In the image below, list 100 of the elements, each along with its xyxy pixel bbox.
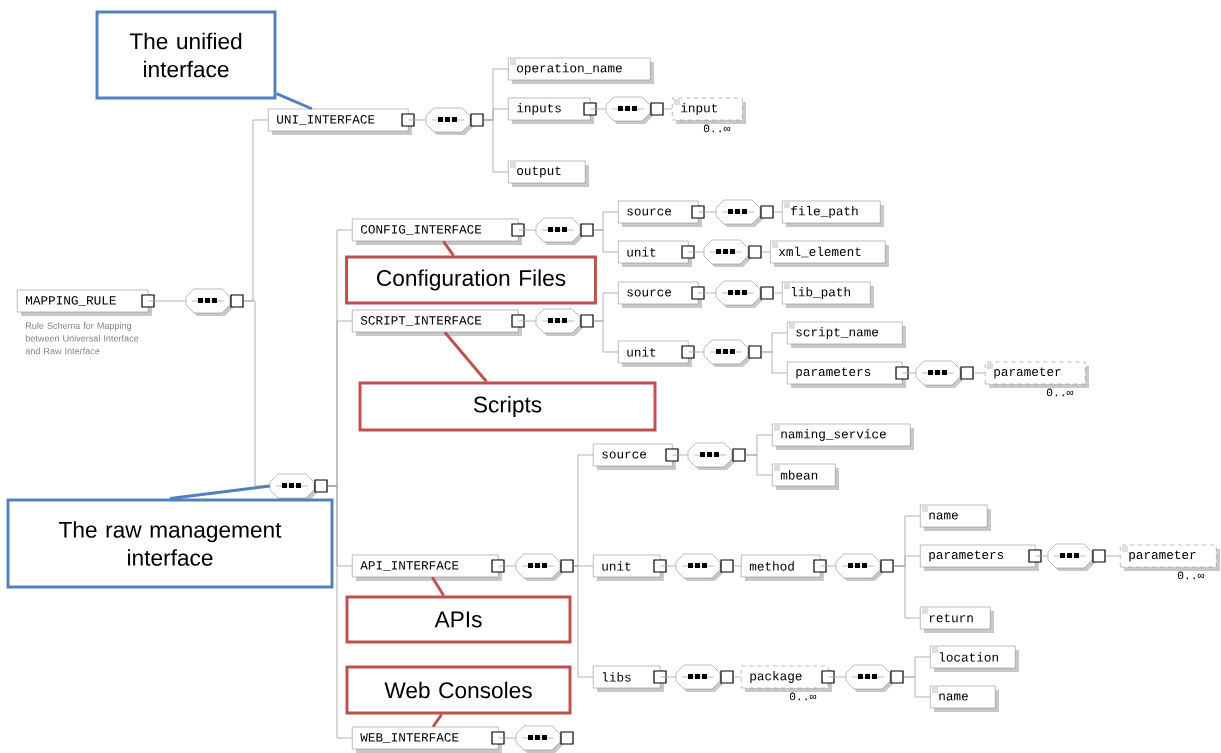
connector-line	[761, 251, 771, 253]
connector-line	[733, 676, 742, 678]
connector-line	[663, 108, 673, 110]
sequence-symbol	[605, 96, 664, 124]
connector-line	[698, 211, 717, 213]
leader-line	[443, 331, 488, 383]
element-box: return	[920, 606, 994, 633]
connector-line	[593, 320, 619, 353]
sequence-symbol	[515, 553, 574, 581]
element-box: operation_name	[508, 57, 654, 84]
element-box: UNI_INTERFACE	[268, 108, 415, 135]
multiplicity-label: 0..∞	[789, 692, 817, 701]
connector-line	[973, 372, 986, 374]
element-box: source	[618, 281, 705, 308]
connector-line	[408, 119, 427, 121]
connector-line	[327, 485, 353, 739]
connector-line	[672, 454, 689, 456]
connector-line	[518, 320, 537, 322]
leader-line	[275, 92, 313, 111]
element-box: inputs	[508, 97, 597, 124]
multiplicity-label: 0..∞	[1177, 571, 1205, 580]
connector-line	[773, 211, 783, 213]
element-box: API_INTERFACE	[352, 554, 505, 581]
connector-line	[893, 565, 921, 619]
connector-line	[498, 737, 517, 739]
sequence-symbol	[715, 280, 774, 308]
connector-line	[660, 565, 677, 567]
connector-line	[688, 251, 705, 253]
sequence-symbol	[703, 239, 762, 267]
element-box: lib_path	[782, 281, 874, 308]
element-box: parameters	[920, 544, 1042, 571]
element-box: package	[741, 665, 835, 692]
element-box: input	[672, 97, 746, 124]
element-box: parameters	[787, 361, 909, 388]
connector-line	[590, 108, 607, 110]
leader-line	[442, 240, 455, 257]
connector-line	[903, 676, 931, 698]
callout-box: Scripts	[358, 381, 657, 432]
leader-line	[431, 576, 445, 597]
connector-line	[773, 292, 783, 294]
element-box: script_name	[787, 321, 906, 348]
connector-line	[698, 292, 717, 294]
sequence-symbol	[185, 288, 244, 316]
element-box: unit	[618, 240, 695, 267]
element-box: name	[920, 504, 991, 531]
callout-box: Configuration Files	[345, 255, 597, 305]
sequence-symbol	[915, 360, 974, 388]
sequence-symbol	[835, 553, 894, 581]
sequence-symbol	[515, 725, 574, 753]
sequence-symbol	[425, 107, 484, 135]
leader-line	[169, 484, 270, 500]
element-box: CONFIG_INTERFACE	[352, 218, 525, 245]
connector-line	[498, 565, 517, 567]
connector-line	[745, 454, 773, 476]
element-box: libs	[593, 665, 667, 692]
sequence-symbol	[845, 664, 904, 692]
element-box: output	[508, 160, 589, 187]
element-box: method	[741, 554, 827, 581]
connector-line	[820, 565, 837, 567]
connector-line	[733, 565, 742, 567]
element-box: source	[593, 443, 679, 470]
element-box: source	[618, 200, 705, 227]
callout-box: APIs	[345, 595, 572, 644]
element-box: name	[930, 685, 999, 712]
element-box: parameter	[1120, 544, 1220, 571]
connector-line	[761, 351, 788, 374]
connector-line	[518, 229, 537, 231]
leader-line	[431, 713, 443, 728]
connector-line	[1105, 555, 1121, 557]
element-box: parameter	[985, 361, 1089, 388]
connector-line	[483, 119, 509, 173]
connector-line	[148, 300, 187, 302]
element-box: location	[930, 645, 1019, 672]
callout-box: The raw management interface	[6, 498, 334, 589]
connector-line	[1035, 555, 1049, 557]
sequence-symbol	[535, 217, 594, 245]
element-box: unit	[593, 554, 667, 581]
element-box: file_path	[782, 200, 884, 227]
multiplicity-label: 0..∞	[703, 124, 731, 133]
element-box: unit	[618, 340, 695, 367]
sequence-symbol	[1047, 543, 1106, 571]
element-box: naming_service	[772, 423, 914, 450]
element-box: MAPPING_RULE	[17, 289, 155, 316]
connector-line	[828, 676, 847, 678]
connector-line	[902, 372, 917, 374]
sequence-symbol	[535, 308, 594, 336]
sequence-symbol	[703, 339, 762, 367]
element-box: mbean	[772, 463, 839, 490]
sequence-symbol	[715, 199, 774, 227]
multiplicity-label: 0..∞	[1046, 388, 1074, 397]
sequence-symbol	[675, 664, 734, 692]
sequence-symbol	[269, 473, 328, 501]
connector-line	[688, 351, 705, 353]
element-box: xml_element	[770, 240, 889, 267]
connector-line	[660, 676, 677, 678]
sequence-symbol	[687, 442, 746, 470]
element-box: WEB_INTERFACE	[352, 726, 505, 753]
connector-line	[593, 229, 619, 253]
callout-box: Web Consoles	[345, 665, 572, 715]
connector-line	[573, 565, 594, 678]
